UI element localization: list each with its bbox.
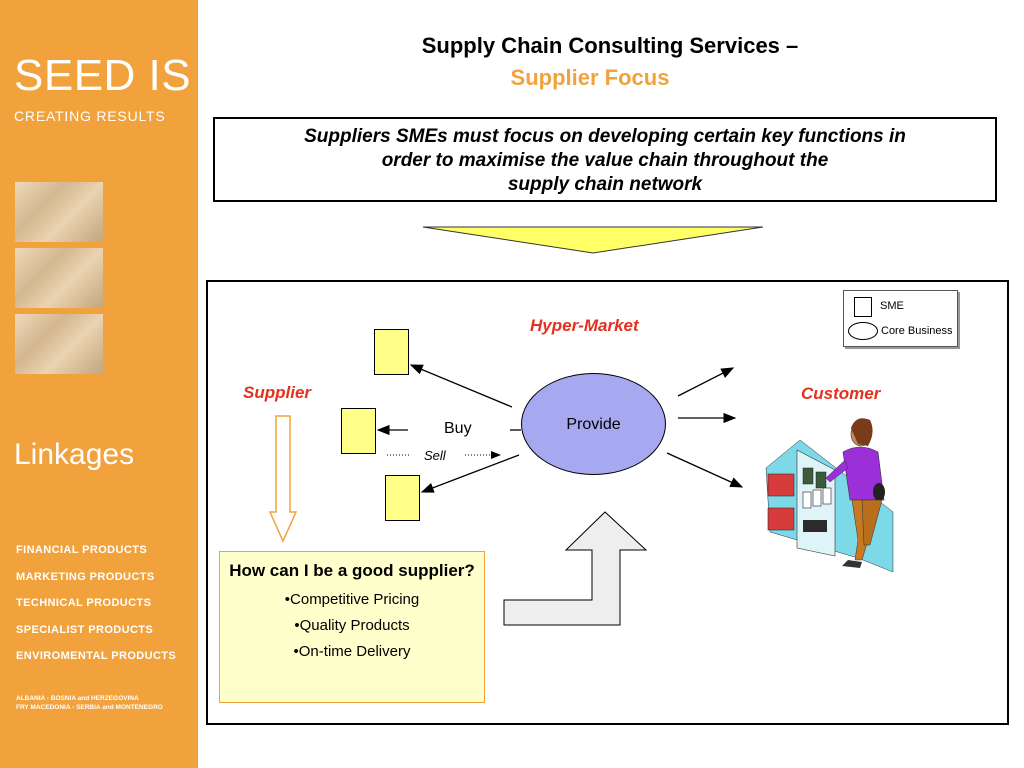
legend-sme-label: SME (880, 300, 904, 312)
brand-tagline: CREATING RESULTS (14, 108, 166, 124)
page-subtitle: Supplier Focus (510, 65, 670, 90)
brand-logo: SEED IS (14, 51, 192, 100)
arrow-to-sme-bottom (420, 454, 520, 493)
provide-node: Provide (521, 373, 666, 475)
arrow-to-customer-top (677, 367, 735, 397)
arrow-to-customer-bottom (666, 452, 744, 488)
arrow-to-sme-top (409, 364, 513, 408)
hyper-market-label: Hyper-Market (530, 316, 639, 335)
provide-label: Provide (566, 416, 621, 433)
customer-shopper-illustration (765, 418, 894, 573)
sell-label: Sell (424, 448, 446, 463)
point-on-time-delivery: •On-time Delivery (293, 643, 411, 660)
bent-up-arrow (503, 511, 648, 626)
good-supplier-box: How can I be a good supplier? •Competiti… (219, 551, 485, 703)
legend-core-label: Core Business (881, 325, 953, 337)
sme-box-top (374, 329, 409, 375)
supplier-down-arrow (268, 415, 298, 543)
sidebar: SEED IS CREATING RESULTS Linkages FINANC… (0, 0, 198, 768)
page-title: Supply Chain Consulting Services – (421, 33, 799, 58)
nav-item-marketing[interactable]: MARKETING PRODUCTS (16, 570, 155, 583)
statement-box: Suppliers SMEs must focus on developing … (213, 117, 997, 202)
legend-core-swatch (848, 322, 878, 340)
legend-sme-swatch (854, 297, 872, 317)
good-supplier-question: How can I be a good supplier? (229, 561, 475, 580)
statement-line-3: supply chain network (507, 174, 703, 195)
nav-item-environmental[interactable]: ENVIROMENTAL PRODUCTS (16, 650, 177, 662)
countries-line-2: FRY MACEDONIA - SERBIA and MONTENEGRO (16, 704, 163, 711)
nav-list: FINANCIAL PRODUCTS MARKETING PRODUCTS TE… (16, 544, 176, 677)
sme-box-bottom (385, 475, 420, 521)
sidebar-photo-3 (15, 314, 103, 374)
legend: SME Core Business (843, 290, 958, 347)
countries-line-1: ALBANIA - BOSNIA and HERZEGOVINA (16, 695, 139, 702)
countries-list: ALBANIA - BOSNIA and HERZEGOVINA FRY MAC… (16, 694, 196, 712)
sidebar-photo-1 (15, 182, 103, 242)
customer-label: Customer (801, 384, 881, 403)
statement-line-2: order to maximise the value chain throug… (381, 150, 829, 171)
nav-item-financial[interactable]: FINANCIAL PRODUCTS (16, 544, 148, 556)
nav-item-specialist[interactable]: SPECIALIST PRODUCTS (16, 623, 154, 636)
section-title: Linkages (14, 438, 135, 471)
diagram-frame (206, 280, 1009, 725)
point-quality-products: •Quality Products (294, 617, 410, 634)
supplier-label: Supplier (243, 383, 312, 402)
sidebar-photo-2 (15, 248, 103, 308)
funnel-triangle (422, 226, 764, 254)
nav-item-technical[interactable]: TECHNICAL PRODUCTS (16, 597, 152, 609)
sme-box-middle (341, 408, 376, 454)
buy-label: Buy (444, 420, 472, 437)
point-competitive-pricing: •Competitive Pricing (284, 591, 420, 608)
statement-line-1: Suppliers SMEs must focus on developing … (304, 126, 906, 147)
